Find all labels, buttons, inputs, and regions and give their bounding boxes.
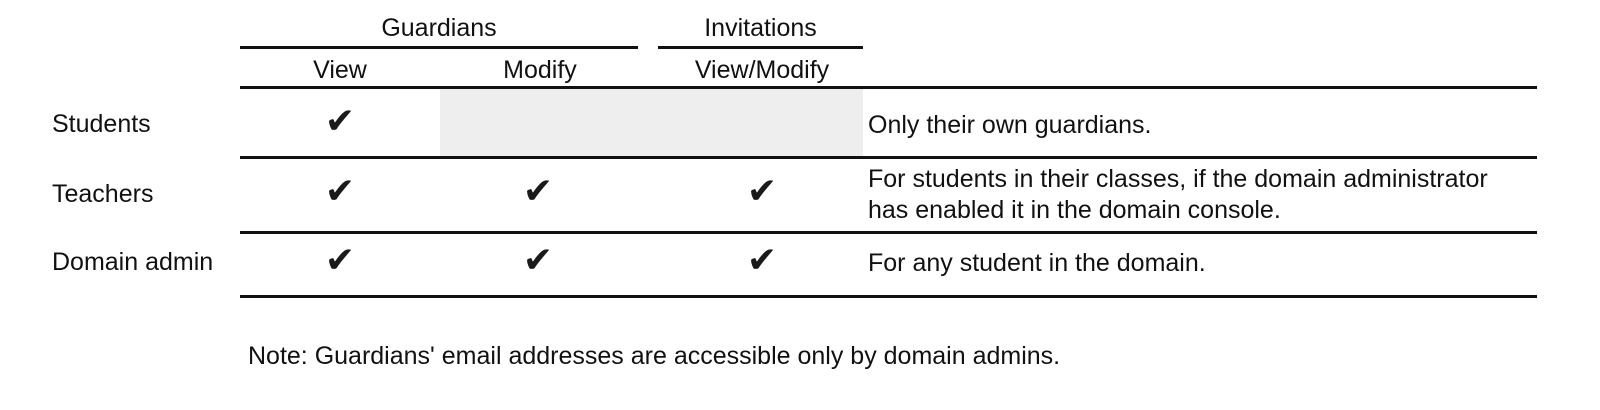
- checkmark-students-guardians-view: ✔: [324, 101, 356, 142]
- checkmark-domain-admin-guardians-view: ✔: [324, 240, 356, 281]
- row-label-teachers: Teachers: [52, 180, 154, 208]
- row-label-domain-admin: Domain admin: [52, 248, 214, 276]
- row-label-students: Students: [52, 110, 151, 138]
- group-header-guardians: Guardians: [381, 14, 497, 42]
- column-header-invitations-view-modify: View/Modify: [694, 56, 830, 84]
- checkmark-teachers-guardians-modify: ✔: [522, 171, 554, 212]
- checkmark-teachers-guardians-view: ✔: [324, 171, 356, 212]
- group-rule-guardians: [240, 46, 638, 49]
- column-header-guardians-modify: Modify: [503, 56, 577, 84]
- group-header-invitations: Invitations: [704, 14, 817, 42]
- checkmark-domain-admin-invitations-view-modify: ✔: [746, 240, 778, 281]
- row-rule-after-students: [240, 156, 1537, 159]
- note-domain-admin: For any student in the domain.: [868, 249, 1206, 277]
- table-bottom-rule: [240, 295, 1537, 298]
- footer-note: Note: Guardians' email addresses are acc…: [248, 342, 1061, 370]
- column-header-guardians-view: View: [313, 56, 367, 84]
- row-rule-after-teachers: [240, 231, 1537, 234]
- students-disabled-shading: [440, 89, 863, 156]
- note-teachers: For students in their classes, if the do…: [868, 165, 1488, 224]
- note-students: Only their own guardians.: [868, 111, 1152, 139]
- checkmark-teachers-invitations-view-modify: ✔: [746, 171, 778, 212]
- checkmark-domain-admin-guardians-modify: ✔: [522, 240, 554, 281]
- group-rule-invitations: [658, 46, 863, 49]
- header-bottom-rule: [240, 86, 1537, 89]
